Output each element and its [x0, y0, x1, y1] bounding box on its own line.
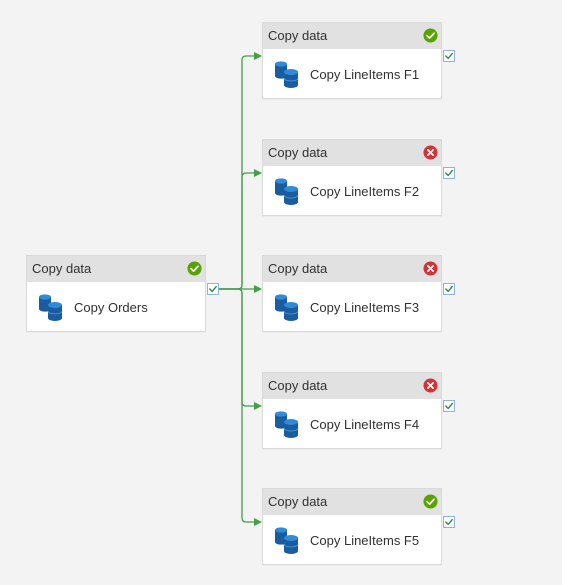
check-circle-icon — [423, 494, 438, 509]
database-copy-icon — [274, 527, 300, 555]
activity-type-label: Copy data — [268, 261, 328, 276]
activity-header: Copy data — [263, 23, 441, 49]
check-circle-icon — [187, 261, 202, 276]
success-output-port[interactable] — [443, 50, 455, 62]
activity-body: Copy LineItems F5 — [263, 515, 441, 564]
activity-type-label: Copy data — [268, 145, 328, 160]
error-circle-icon — [423, 378, 438, 393]
activity-header: Copy data — [263, 373, 441, 399]
activity-copy-lineitems-f4[interactable]: Copy data Copy LineItems F4 — [262, 372, 455, 449]
success-output-port[interactable] — [207, 283, 219, 295]
database-copy-icon — [274, 178, 300, 206]
activity-type-label: Copy data — [32, 261, 92, 276]
activity-name: Copy LineItems F5 — [310, 533, 420, 548]
activity-copy-lineitems-f3[interactable]: Copy data Copy LineItems F3 — [262, 255, 455, 332]
success-output-port[interactable] — [443, 167, 455, 179]
activity-body: Copy LineItems F1 — [263, 49, 441, 98]
activity-name: Copy LineItems F2 — [310, 184, 420, 199]
database-copy-icon — [274, 294, 300, 322]
dependency-arrow-copy-lineitems-f2[interactable] — [218, 169, 262, 290]
error-circle-icon — [423, 261, 438, 276]
database-copy-icon — [38, 294, 64, 322]
activity-header: Copy data — [27, 256, 205, 282]
activity-body: Copy LineItems F3 — [263, 282, 441, 331]
activity-copy-lineitems-f2[interactable]: Copy data Copy LineItems F2 — [262, 139, 455, 216]
activity-header: Copy data — [263, 140, 441, 166]
activity-type-label: Copy data — [268, 378, 328, 393]
check-circle-icon — [423, 28, 438, 43]
dependency-arrow-copy-lineitems-f1[interactable] — [218, 52, 262, 290]
activity-header: Copy data — [263, 489, 441, 515]
activity-body: Copy LineItems F2 — [263, 166, 441, 215]
activity-type-label: Copy data — [268, 494, 328, 509]
activity-copy-orders[interactable]: Copy data Copy Orders — [26, 255, 219, 332]
activity-name: Copy LineItems F4 — [310, 417, 420, 432]
error-circle-icon — [423, 145, 438, 160]
activity-copy-lineitems-f1[interactable]: Copy data Copy LineItems F1 — [262, 22, 455, 99]
dependency-arrow-copy-lineitems-f4[interactable] — [218, 288, 262, 410]
activity-type-label: Copy data — [268, 28, 328, 43]
database-copy-icon — [274, 61, 300, 89]
activity-body: Copy Orders — [27, 282, 205, 331]
success-output-port[interactable] — [443, 516, 455, 528]
activity-copy-lineitems-f5[interactable]: Copy data Copy LineItems F5 — [262, 488, 455, 565]
activity-body: Copy LineItems F4 — [263, 399, 441, 448]
dependency-arrow-copy-lineitems-f5[interactable] — [218, 288, 262, 526]
activity-header: Copy data — [263, 256, 441, 282]
success-output-port[interactable] — [443, 400, 455, 412]
success-output-port[interactable] — [443, 283, 455, 295]
activity-name: Copy LineItems F3 — [310, 300, 420, 315]
database-copy-icon — [274, 411, 300, 439]
activity-name: Copy LineItems F1 — [310, 67, 420, 82]
activity-name: Copy Orders — [74, 300, 148, 315]
